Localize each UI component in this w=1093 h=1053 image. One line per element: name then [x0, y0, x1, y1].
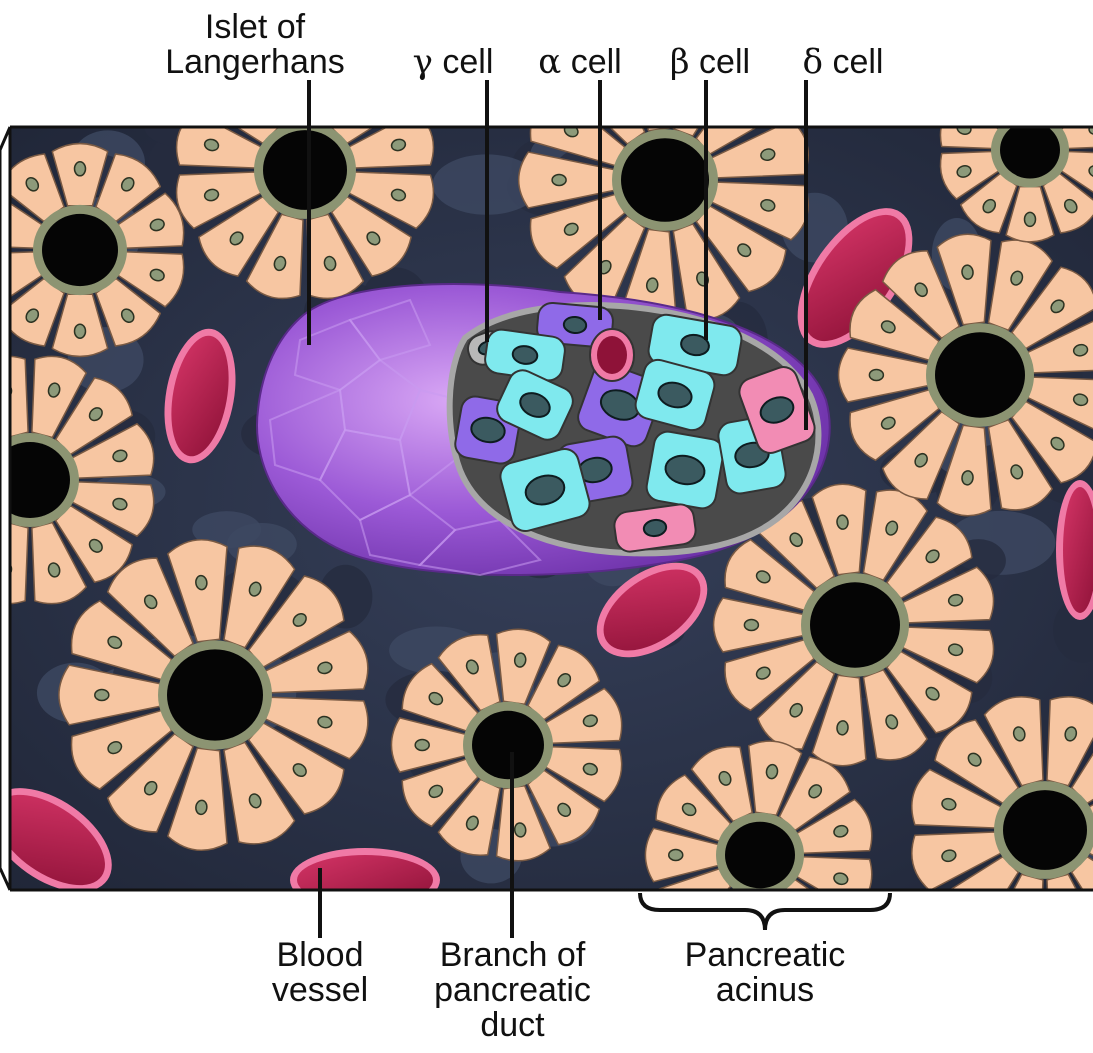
- acinar-nucleus: [228, 93, 246, 111]
- duct-lumen: [472, 711, 544, 779]
- duct-lumen: [1003, 790, 1087, 870]
- islet-of-langerhans: [257, 284, 830, 575]
- duct-lumen: [935, 332, 1025, 418]
- acinar-nucleus: [75, 324, 86, 338]
- gamma-symbol: γ: [413, 42, 433, 82]
- duct-lumen: [42, 214, 118, 286]
- blood-vessel-label: Blood vessel: [220, 938, 420, 1008]
- alpha-symbol: α: [538, 42, 561, 82]
- acinar-nucleus: [1025, 212, 1036, 226]
- acinar-nucleus: [1062, 85, 1079, 103]
- duct-lumen: [263, 130, 347, 210]
- acinar-cell: [1006, 58, 1054, 113]
- islet-capillary: [590, 329, 634, 381]
- beta-cell-label: β cell: [655, 45, 765, 80]
- acinar-nucleus: [95, 690, 109, 701]
- duct-lumen: [1000, 122, 1060, 179]
- pancreatic-duct-label: Branch of pancreatic duct: [400, 938, 625, 1043]
- acinar-nucleus: [744, 620, 758, 631]
- acinar-cell: [940, 101, 998, 149]
- pancreatic-acinus-label: Pancreatic acinus: [650, 938, 880, 1008]
- islet-of-langerhans-label: Islet of Langerhans: [130, 10, 380, 80]
- acinar-nucleus: [981, 85, 998, 103]
- beta-symbol: β: [670, 42, 690, 82]
- acinar-nucleus: [75, 162, 86, 176]
- delta-symbol: δ: [803, 42, 823, 82]
- acinar-nucleus: [1064, 918, 1078, 934]
- acinar-nucleus: [680, 892, 698, 909]
- acinar-nucleus: [415, 740, 429, 751]
- duct-lumen: [167, 649, 263, 740]
- acinar-cell: [797, 857, 872, 911]
- acinar-cell: [349, 112, 433, 168]
- delta-cell-text: cell: [832, 43, 883, 81]
- alpha-cell-text: cell: [571, 43, 622, 81]
- gamma-cell-text: cell: [442, 43, 493, 81]
- blood-vessel: [290, 848, 440, 912]
- duct-lumen: [810, 582, 900, 668]
- acinar-cell: [1043, 67, 1093, 126]
- gamma-cell-label: γ cell: [398, 45, 508, 80]
- capillary-lumen: [597, 336, 627, 374]
- alpha-cell-label: α cell: [520, 45, 640, 80]
- acinar-cell: [177, 112, 261, 168]
- delta-cell-label: δ cell: [788, 45, 898, 80]
- vessel-lumen: [297, 855, 433, 905]
- acinar-cell: [0, 522, 28, 603]
- acinar-nucleus: [669, 850, 683, 861]
- duct-lumen: [725, 822, 795, 889]
- acinar-nucleus: [966, 892, 984, 910]
- acinar-nucleus: [806, 910, 823, 928]
- acinar-nucleus: [365, 93, 383, 111]
- tissue-block: [0, 34, 1093, 968]
- acinar-nucleus: [869, 370, 883, 381]
- acinus-bracket: [640, 893, 890, 930]
- alpha-cell-nucleus: [563, 316, 587, 334]
- beta-cell: [644, 429, 725, 510]
- acinar-nucleus: [1025, 74, 1036, 88]
- beta-cell-text: cell: [699, 43, 750, 81]
- acinar-cell: [0, 356, 28, 437]
- acinar-nucleus: [735, 101, 753, 119]
- acinar-nucleus: [552, 175, 566, 186]
- acinar-nucleus: [1012, 918, 1026, 934]
- duct-lumen: [621, 138, 709, 222]
- acinar-cell: [961, 67, 1017, 126]
